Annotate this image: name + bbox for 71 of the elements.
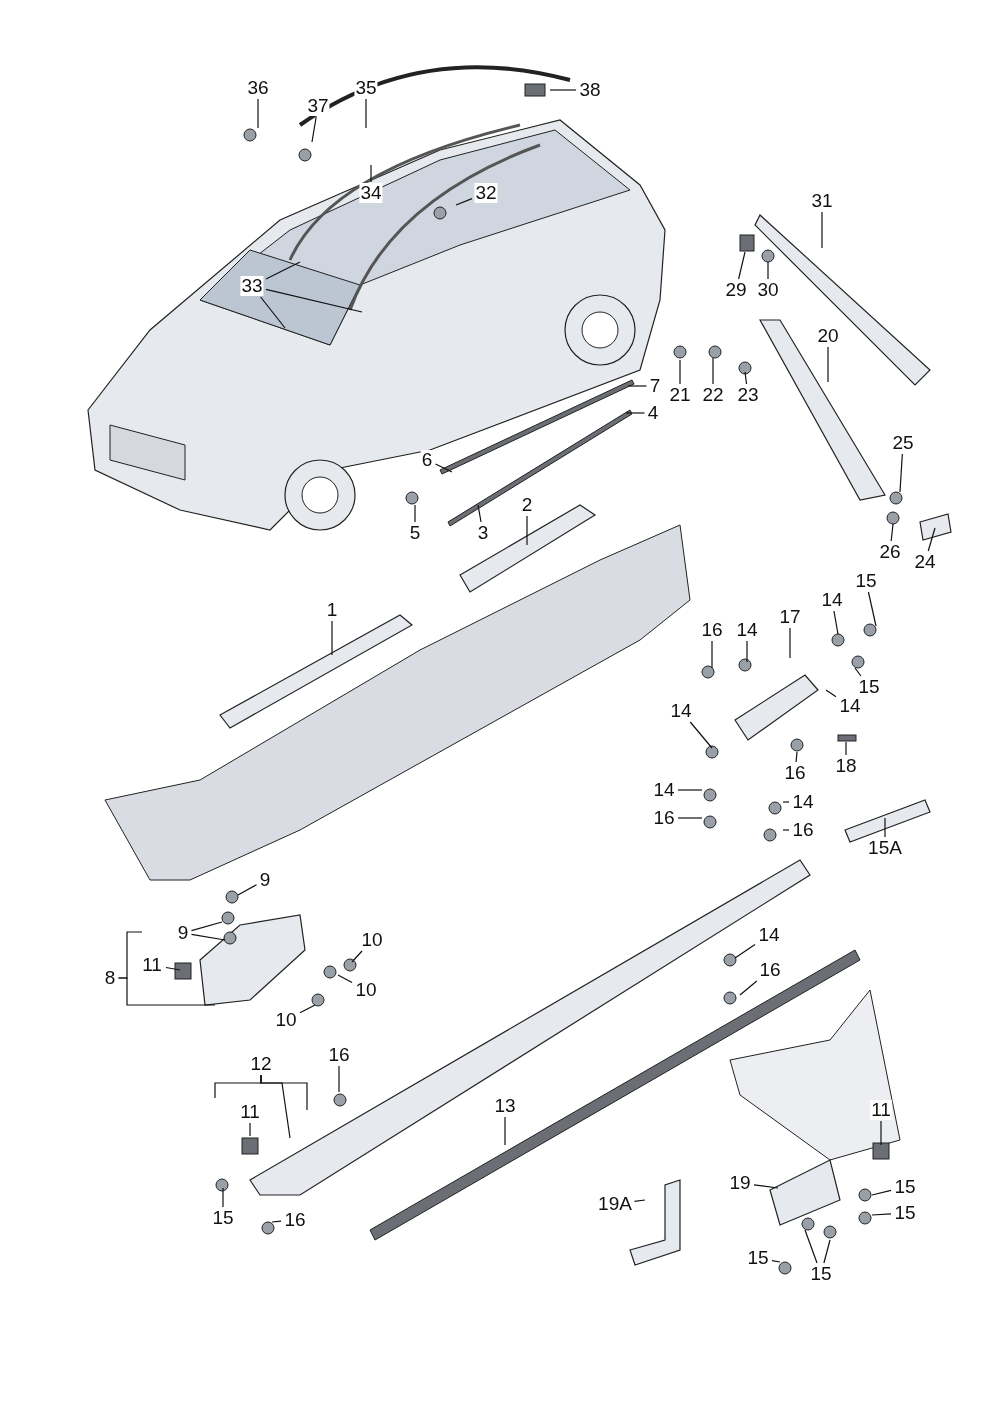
leader-line: [767, 261, 769, 280]
callout-number: 33: [240, 276, 264, 296]
leader-line: [867, 591, 877, 627]
leader-line: [370, 164, 372, 183]
leader-line: [871, 1189, 892, 1196]
leader-line: [299, 1004, 316, 1014]
leader-line: [711, 640, 713, 669]
leader-line: [190, 933, 226, 941]
leader-line: [549, 89, 577, 91]
leader-line: [734, 943, 756, 959]
leader-line: [679, 359, 681, 385]
leader-line: [337, 974, 353, 984]
leader-line: [526, 515, 528, 546]
leader-line: [880, 1120, 882, 1146]
leader-line: [249, 1122, 251, 1137]
leader-line: [744, 371, 748, 385]
leader-line: [845, 741, 847, 756]
leader-line: [633, 1199, 646, 1202]
leader-line: [260, 296, 286, 329]
leader-line: [823, 1239, 831, 1264]
leader-line: [746, 640, 748, 663]
leader-line: [689, 721, 713, 749]
leader-line: [331, 620, 333, 656]
leader-line: [771, 1259, 781, 1263]
leader-line: [677, 789, 703, 791]
leader-line: [854, 667, 862, 677]
leader-line: [165, 966, 181, 971]
leader-line: [827, 346, 829, 383]
callout-number: 37: [306, 96, 330, 116]
leader-line: [753, 1184, 779, 1189]
leader-line: [739, 980, 758, 996]
leader-line: [712, 357, 714, 385]
leader-line: [257, 98, 259, 129]
leader-line: [927, 527, 936, 552]
leader-line: [271, 1220, 282, 1223]
leader-line: [782, 829, 790, 831]
leader-line: [477, 504, 482, 523]
leader-line: [351, 950, 363, 963]
leader-line: [625, 412, 646, 414]
leader-line: [890, 523, 894, 542]
leader-line: [434, 463, 453, 473]
leader-line: [190, 921, 223, 932]
leader-line: [627, 385, 648, 387]
leader-line: [871, 1213, 892, 1216]
leader-line: [795, 751, 798, 763]
leader-line: [365, 98, 367, 129]
leader-line: [677, 817, 703, 819]
leader-line: [414, 504, 416, 523]
leader-line: [804, 1229, 818, 1264]
callout-number: 34: [359, 183, 383, 203]
leader-line: [265, 261, 301, 280]
leader-line: [455, 198, 473, 206]
leader-line: [311, 116, 317, 143]
leader-line: [825, 689, 837, 698]
callout-number: 35: [354, 78, 378, 98]
leader-line: [117, 977, 216, 1006]
leader-line: [738, 251, 746, 280]
leader-line: [338, 1065, 340, 1093]
leader-line: [260, 1074, 308, 1111]
leader-line: [833, 610, 839, 635]
leader-line: [222, 1187, 224, 1208]
callout-number: 32: [474, 183, 498, 203]
leader-line: [821, 211, 823, 249]
leader-line: [884, 817, 886, 838]
leader-line: [265, 288, 363, 313]
leader-line: [504, 1116, 506, 1146]
leader-line: [237, 884, 258, 896]
callout-number: 11: [870, 1100, 892, 1120]
leader-line: [789, 627, 791, 659]
leader-line: [782, 801, 790, 803]
leader-line: [899, 453, 903, 493]
